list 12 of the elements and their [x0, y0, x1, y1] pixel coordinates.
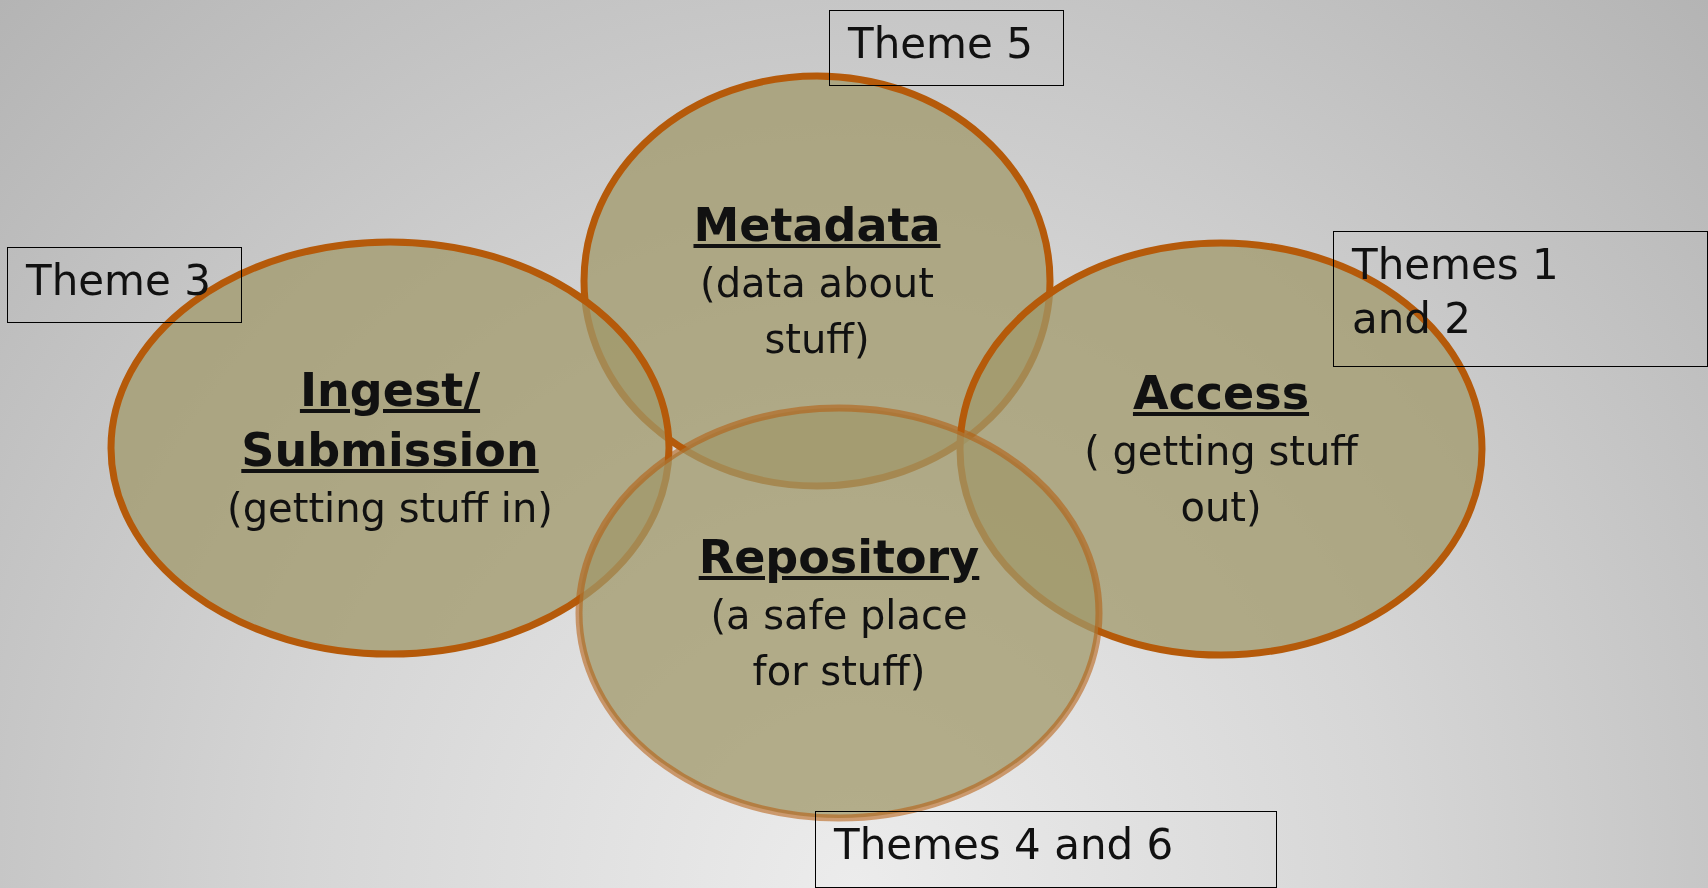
circle-description: (data about stuff) — [699, 259, 935, 364]
theme-label-box: Theme 3 — [7, 247, 242, 323]
theme-label-box: Themes 1 and 2 — [1333, 231, 1708, 367]
theme-label-box: Theme 5 — [829, 10, 1064, 86]
circle-heading: Metadata — [693, 197, 941, 254]
circle-heading: Access — [1132, 365, 1310, 422]
circle-heading: Ingest/ Submission — [240, 362, 540, 479]
circle-heading: Repository — [698, 529, 980, 586]
circle-description: ( getting stuff out) — [1083, 427, 1360, 532]
theme-label-box: Themes 4 and 6 — [815, 811, 1277, 888]
circle-description: (a safe place for stuff) — [709, 591, 969, 696]
circle-description: (getting stuff in) — [227, 484, 553, 533]
